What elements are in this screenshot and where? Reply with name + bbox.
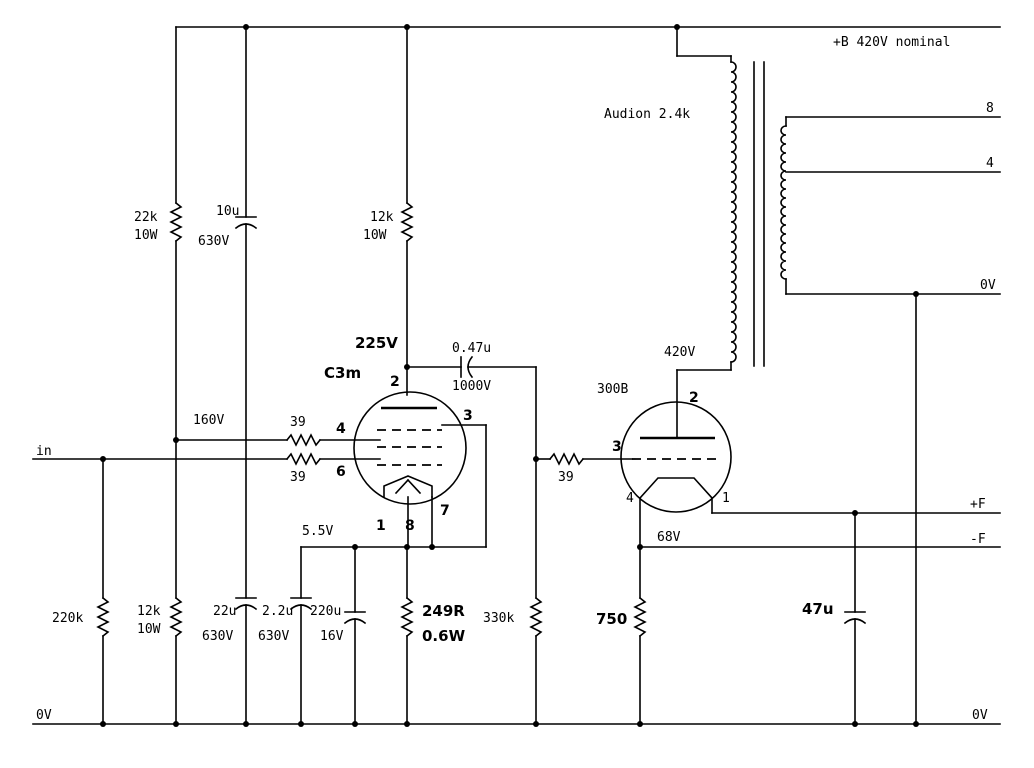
t300b-pin-1: 1	[722, 491, 730, 506]
transformer-label: Audion 2.4k	[604, 107, 690, 122]
transformer-secondary	[780, 116, 1001, 725]
tube-300b	[620, 369, 732, 599]
t300b-pin-2: 2	[689, 390, 699, 406]
input-label: in	[36, 444, 52, 459]
resistor-750	[633, 596, 647, 725]
c3m-pin-2: 2	[390, 374, 400, 390]
tube-c3m	[353, 391, 487, 548]
t300b-pin-3: 3	[612, 439, 622, 455]
ground-label-left: 0V	[36, 708, 52, 723]
c047-value: 0.47u	[452, 341, 491, 356]
c220u-value: 220u	[310, 604, 341, 619]
c3m-pin-7: 7	[440, 503, 450, 519]
cathode-voltage: 5.5V	[302, 524, 333, 539]
tap-0-label: 0V	[980, 278, 996, 293]
filament-bias-voltage: 68V	[657, 530, 681, 545]
c3m-pin-8: 8	[405, 518, 415, 534]
c220u-rating: 16V	[320, 629, 344, 644]
resistor-39-grid	[285, 452, 381, 466]
resistor-249r	[400, 546, 414, 725]
input-line	[32, 456, 288, 462]
r12k-bottom-rating: 10W	[137, 622, 161, 637]
r12k-top-rating: 10W	[363, 228, 387, 243]
r39-screen-label: 39	[290, 415, 306, 430]
r12k-bottom-value: 12k	[137, 604, 161, 619]
c3m-pin-4: 4	[336, 421, 346, 437]
resistor-22k	[169, 26, 183, 599]
resistor-12k-bottom	[169, 596, 183, 725]
r39-300b-label: 39	[558, 470, 574, 485]
r750-label: 750	[596, 610, 627, 628]
capacitor-47u	[843, 512, 867, 725]
r22k-rating: 10W	[134, 228, 158, 243]
c10u-rating: 630V	[198, 234, 229, 249]
r39-grid-label: 39	[290, 470, 306, 485]
r330k-label: 330k	[483, 611, 514, 626]
c3m-pin-1: 1	[376, 518, 386, 534]
c10u-value: 10u	[216, 204, 239, 219]
resistor-39-300b	[535, 452, 633, 466]
r22k-value: 22k	[134, 210, 158, 225]
tap-8-label: 8	[986, 101, 994, 116]
c22u-value: 22u	[213, 604, 236, 619]
anode-voltage-300b: 420V	[664, 345, 695, 360]
t300b-pin-4: 4	[626, 491, 634, 506]
resistor-330k	[529, 596, 543, 725]
c047-rating: 1000V	[452, 379, 491, 394]
r249-value: 249R	[422, 602, 465, 620]
filament-pos-label: +F	[970, 497, 986, 512]
r12k-top-value: 12k	[370, 210, 394, 225]
c2u2-rating: 630V	[258, 629, 289, 644]
supply-label: +B 420V nominal	[833, 35, 950, 50]
tap-4-label: 4	[986, 156, 994, 171]
ground-label-right: 0V	[972, 708, 988, 723]
screen-voltage: 160V	[193, 413, 224, 428]
anode-voltage-c3m: 225V	[355, 334, 398, 352]
r249-rating: 0.6W	[422, 627, 466, 645]
c47u-label: 47u	[802, 600, 834, 618]
c22u-rating: 630V	[202, 629, 233, 644]
resistor-39-screen	[285, 433, 381, 447]
supply-rail	[175, 24, 1001, 30]
c3m-name: C3m	[324, 364, 361, 382]
t300b-name: 300B	[597, 382, 628, 397]
capacitor-2u2	[289, 546, 313, 725]
capacitor-10u	[234, 26, 258, 599]
capacitor-22u	[234, 597, 258, 725]
resistor-220k	[96, 458, 110, 725]
c3m-pin-3: 3	[463, 408, 473, 424]
c2u2-value: 2.2u	[262, 604, 293, 619]
transformer-core	[753, 61, 765, 367]
capacitor-220u	[343, 546, 367, 725]
c3m-pin-6: 6	[336, 464, 346, 480]
r220k-label: 220k	[52, 611, 83, 626]
resistor-12k-top	[400, 26, 414, 396]
cathode-bus	[300, 544, 487, 550]
filament-neg-label: -F	[970, 532, 986, 547]
filament-lines	[637, 510, 1001, 550]
transformer-primary	[676, 26, 737, 371]
